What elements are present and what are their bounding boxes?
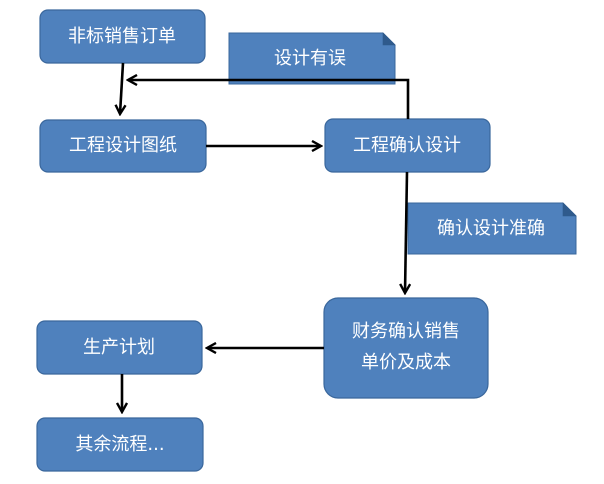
arrow-design-error-loop: [128, 80, 410, 119]
node-production-plan-label: 生产计划: [83, 337, 155, 358]
node-drawing: 工程设计图纸: [39, 119, 207, 173]
arrow-order-to-drawing: [120, 62, 123, 114]
note-design-correct: 确认设计准确: [407, 202, 577, 255]
node-other-process: 其余流程...: [36, 417, 204, 472]
node-confirm-design: 工程确认设计: [324, 118, 491, 173]
node-sales-order-label: 非标销售订单: [68, 26, 176, 47]
node-drawing-label: 工程设计图纸: [69, 135, 177, 156]
node-sales-order: 非标销售订单: [39, 9, 206, 64]
node-finance-line2: 单价及成本: [361, 352, 451, 373]
note-design-correct-label: 确认设计准确: [437, 218, 545, 239]
node-confirm-design-label: 工程确认设计: [353, 135, 461, 156]
note-design-error: 设计有误: [228, 32, 396, 85]
arrow-confirm-to-finance: [405, 171, 407, 293]
node-production-plan: 生产计划: [36, 320, 203, 375]
note-design-error-label: 设计有误: [274, 48, 346, 69]
node-finance-confirm: 财务确认销售 单价及成本: [323, 297, 489, 399]
node-finance-line1: 财务确认销售: [352, 321, 460, 342]
node-other-process-label: 其余流程...: [75, 434, 164, 455]
